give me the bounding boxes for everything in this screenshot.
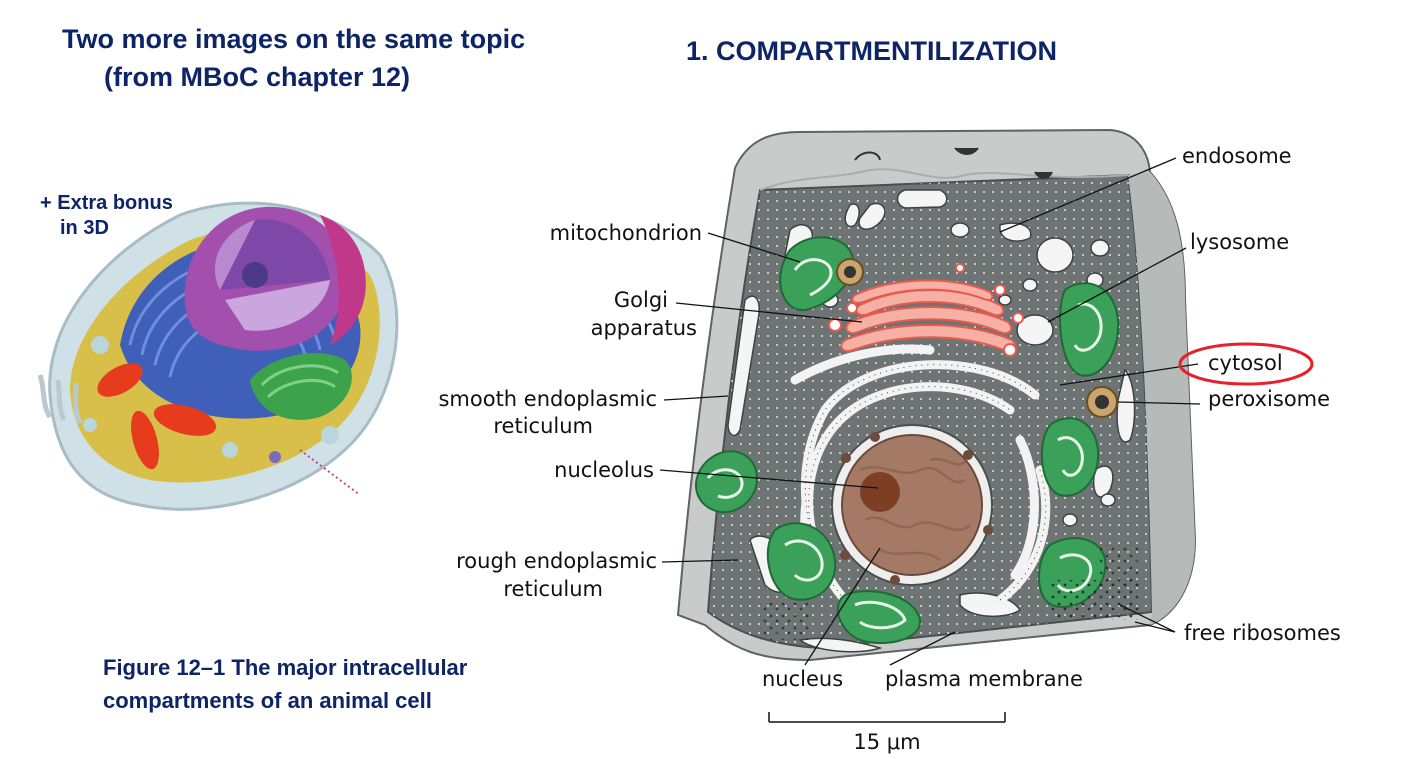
nucleus-core (841, 434, 983, 576)
peroxisomes (836, 258, 1118, 418)
label-peroxisome: peroxisome (1208, 387, 1330, 411)
figure-caption: Figure 12–1 The major intracellular comp… (103, 651, 467, 717)
bonus-note-line2: in 3D (60, 217, 109, 239)
label-nucleus: nucleus (762, 667, 843, 691)
label-nucleolus: nucleolus (554, 458, 654, 482)
label-plasma-membrane: plasma membrane (885, 667, 1083, 691)
scale-bar (768, 712, 1006, 723)
label-rer-2: reticulum (503, 577, 603, 601)
figure-caption-line1: Figure 12–1 The major intracellular (103, 655, 468, 680)
golgi-stack (840, 279, 1017, 353)
label-lysosome: lysosome (1190, 230, 1289, 254)
label-ser-2: reticulum (493, 414, 593, 438)
label-golgi-2: apparatus (591, 316, 697, 340)
label-rer-1: rough endoplasmic (456, 549, 657, 573)
slide-title-left: Two more images on the same topic (from … (62, 20, 525, 96)
nucleolus-core (860, 472, 900, 512)
label-ser-1: smooth endoplasmic (438, 387, 657, 411)
label-free-ribosomes: free ribosomes (1184, 621, 1341, 645)
bonus-note: + Extra bonus in 3D (40, 191, 173, 241)
cell-3d-illustration (37, 201, 399, 511)
slide-title-line2: (from MBoC chapter 12) (104, 62, 411, 92)
label-cytosol: cytosol (1208, 351, 1283, 375)
label-mitochondrion: mitochondrion (550, 221, 702, 245)
label-endosome: endosome (1182, 144, 1292, 168)
figure-caption-line2: compartments of an animal cell (103, 688, 432, 713)
cytosol-highlight (1178, 342, 1314, 386)
slide-title-right: 1. COMPARTMENTILIZATION (686, 36, 1057, 66)
label-golgi-1: Golgi (614, 288, 668, 312)
slide-title-line1: Two more images on the same topic (62, 24, 526, 54)
label-scale: 15 μm (853, 730, 920, 754)
bonus-note-line1: + Extra bonus (40, 192, 173, 214)
